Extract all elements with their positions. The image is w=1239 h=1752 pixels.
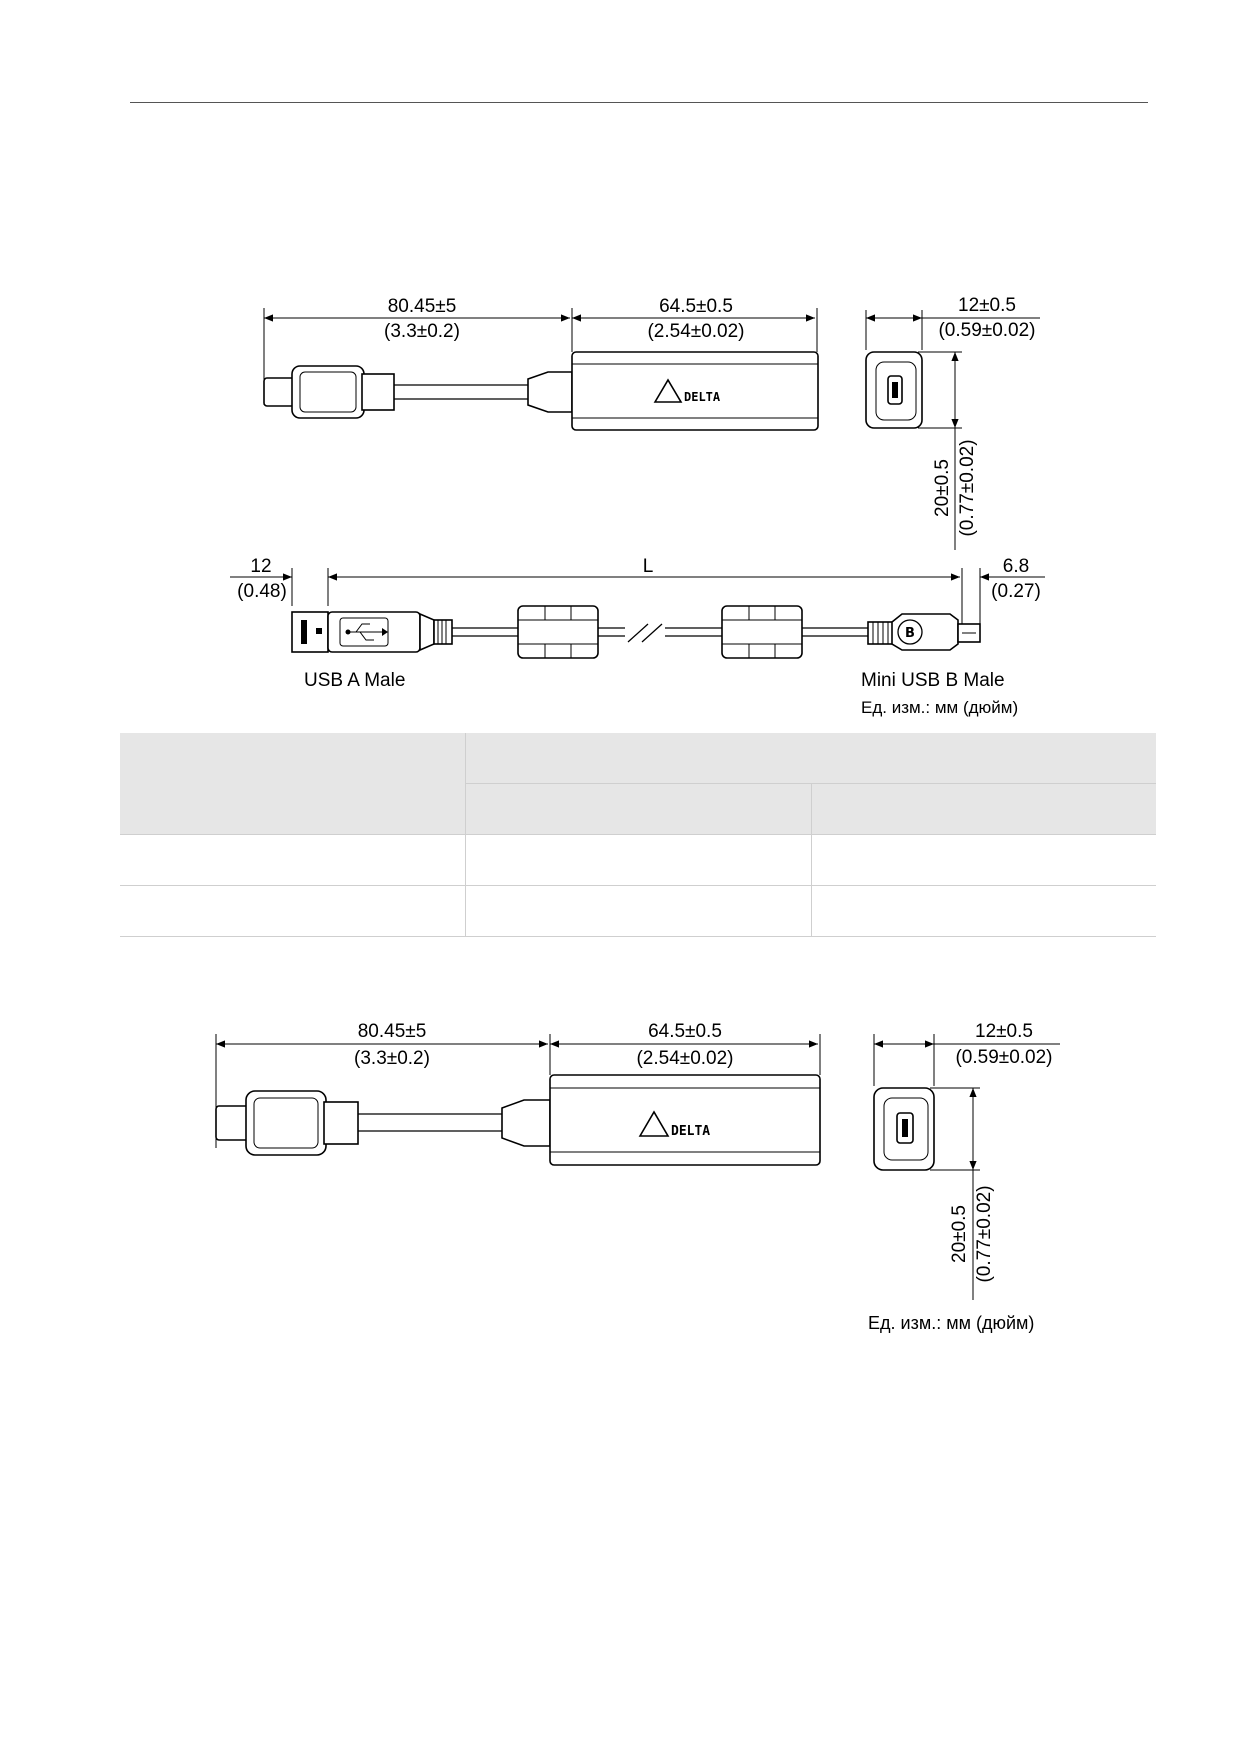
cable-drawing: 12 (0.48) L 6.8 (0.27) [230, 556, 1045, 717]
table-header-cell [465, 783, 812, 835]
dim-depth-mm: 12±0.5 [975, 1021, 1033, 1042]
cable-break-line [627, 623, 649, 643]
ferrite-core-right [721, 605, 803, 659]
mini-usb-port-pins [892, 382, 898, 398]
delta-logo-icon [638, 1110, 670, 1137]
adapter-drawing-bottom: 80.45±5 (3.3±0.2) 64.5±0.5 (2.54±0.02) D… [215, 1021, 1060, 1333]
adapter-body [549, 1074, 821, 1166]
dim-height-in: (0.77±0.02) [974, 1185, 995, 1282]
usb-plug-inner [253, 1097, 319, 1149]
dim-height-mm: 20±0.5 [949, 1205, 970, 1263]
usb-trident-icon [339, 617, 389, 647]
logo-text: DELTA [684, 390, 721, 404]
plug-strain-relief [361, 373, 395, 411]
usb-a-contact-hole [316, 628, 322, 634]
mini-usb-b-strain-relief [867, 621, 895, 645]
label-mini-usb-b-male: Mini USB B Male [861, 670, 1005, 691]
usb-a-metal-shell [291, 611, 329, 653]
table-header-cell [811, 783, 1156, 835]
usb-a-taper [419, 612, 435, 652]
table-cell [120, 834, 466, 886]
plug-strain-relief [323, 1101, 359, 1145]
logo-text: DELTA [671, 1124, 710, 1139]
table-header-row [120, 783, 1156, 835]
dim-depth-mm: 12±0.5 [958, 295, 1016, 316]
dim-cable-mm: 80.45±5 [358, 1021, 427, 1042]
dim-a-in: (0.48) [237, 581, 287, 602]
dim-length: L [643, 556, 654, 577]
dim-a-mm: 12 [250, 556, 271, 577]
table-cell [120, 885, 466, 937]
units-note: Ед. изм.: мм (дюйм) [861, 698, 1018, 717]
spec-table [120, 733, 1156, 937]
dim-body-mm: 64.5±0.5 [648, 1021, 722, 1042]
adapter-body [571, 351, 819, 431]
b-badge-icon [897, 619, 923, 645]
mini-usb-port-pins [902, 1119, 908, 1137]
end-view-inner [883, 1097, 929, 1161]
plug-b-letter: B [905, 626, 915, 641]
usb-a-strain-relief [433, 619, 453, 645]
dim-body-in: (2.54±0.02) [647, 321, 744, 342]
table-cell [465, 885, 812, 937]
table-header-cell [120, 733, 466, 835]
delta-logo-icon [653, 378, 683, 403]
dim-depth-in: (0.59±0.02) [955, 1047, 1052, 1068]
dim-cable-mm: 80.45±5 [388, 296, 457, 317]
usb-plug-inner [299, 371, 357, 413]
dim-body-mm: 64.5±0.5 [659, 296, 733, 317]
dim-height-mm: 20±0.5 [932, 459, 953, 517]
dim-b-in: (0.27) [991, 581, 1041, 602]
adapter-drawing-top: 80.45±5 (3.3±0.2) 64.5±0.5 (2.54±0.02) D… [263, 295, 1040, 550]
table-row [120, 834, 1156, 886]
table-cell [811, 885, 1156, 937]
usb-a-contact [301, 620, 307, 644]
dim-cable-in: (3.3±0.2) [384, 321, 460, 342]
table-cell [811, 834, 1156, 886]
dim-b-mm: 6.8 [1003, 556, 1029, 577]
usb-plug-housing [245, 1090, 327, 1156]
label-usb-a-male: USB A Male [304, 670, 405, 691]
body-strain-relief [527, 371, 573, 413]
dim-cable-in: (3.3±0.2) [354, 1048, 430, 1069]
table-header-cell [465, 733, 1156, 784]
dim-depth-in: (0.59±0.02) [938, 320, 1035, 341]
end-view-inner [875, 361, 917, 421]
usb-plug-tip [263, 377, 295, 407]
dim-body-in: (2.54±0.02) [636, 1048, 733, 1069]
dim-height-in: (0.77±0.02) [957, 439, 978, 536]
table-header-row [120, 733, 1156, 835]
header-rule [130, 102, 1148, 103]
body-strain-relief [501, 1099, 551, 1147]
cable-break-line [641, 623, 663, 643]
units-note: Ед. изм.: мм (дюйм) [868, 1313, 1034, 1333]
usb-plug-tip [215, 1105, 251, 1141]
table-row [120, 885, 1156, 937]
usb-plug-housing [291, 365, 365, 419]
ferrite-core-left [517, 605, 599, 659]
table-cell [465, 834, 812, 886]
